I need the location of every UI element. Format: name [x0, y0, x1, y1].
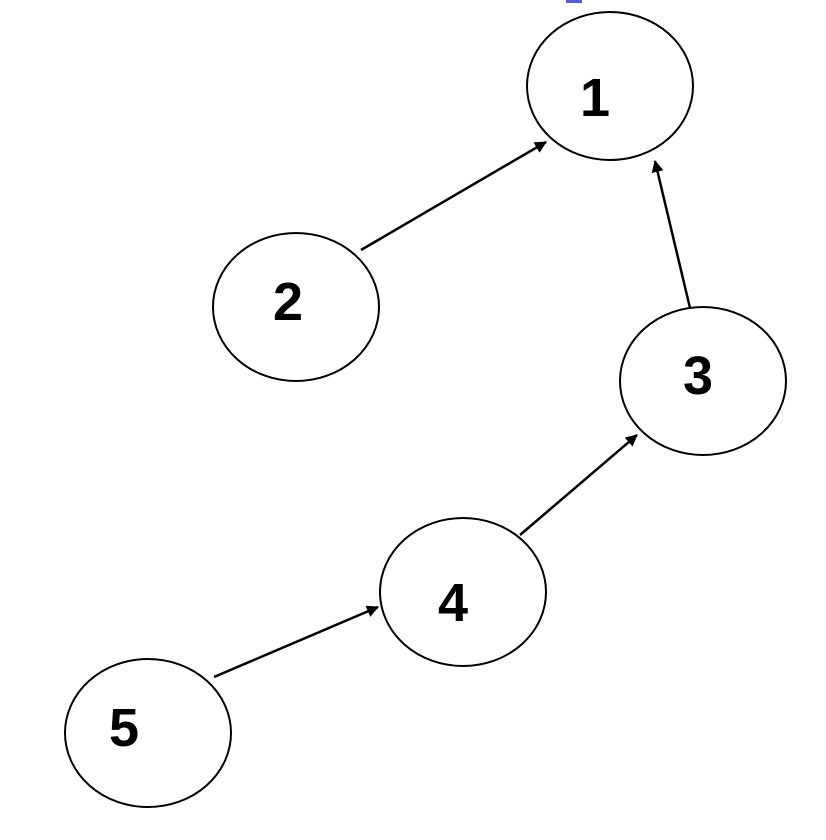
- node-2: 2: [212, 232, 380, 382]
- edge-3-to-1: [651, 160, 692, 309]
- top-edge-mark: [566, 0, 582, 3]
- node-3: 3: [619, 306, 787, 456]
- node-2-circle: [212, 232, 380, 382]
- node-5-label: 5: [109, 698, 139, 758]
- node-2-label: 2: [273, 272, 303, 332]
- node-4: 4: [379, 517, 547, 667]
- edge-4-to-3: [519, 434, 638, 536]
- node-3-label: 3: [683, 346, 713, 406]
- edge-2-to-1: [360, 140, 547, 252]
- node-1-circle: [526, 11, 694, 161]
- node-5-circle: [64, 658, 232, 808]
- node-3-circle: [619, 306, 787, 456]
- node-1: 1: [526, 11, 694, 161]
- node-4-circle: [379, 517, 547, 667]
- node-4-label: 4: [438, 573, 468, 633]
- node-1-label: 1: [580, 68, 610, 128]
- node-5: 5: [64, 658, 232, 808]
- edge-5-to-4: [213, 605, 379, 679]
